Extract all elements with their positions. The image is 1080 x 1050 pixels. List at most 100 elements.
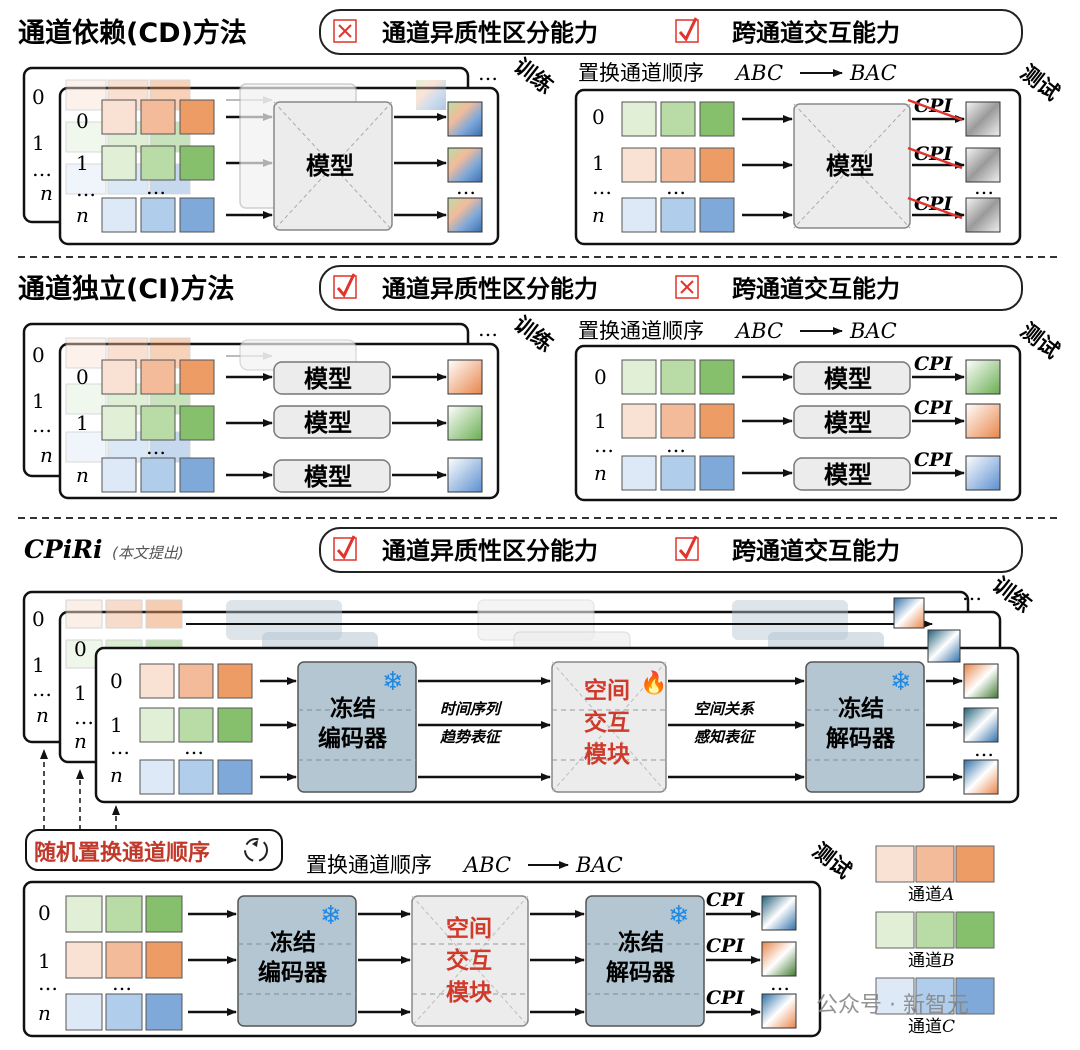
- row-label: …: [110, 735, 130, 759]
- row-label: n: [36, 703, 49, 727]
- cpi-label: CPI: [914, 353, 953, 375]
- series-cell: [139, 663, 175, 699]
- output-cell: [447, 147, 483, 183]
- trend-rep-label: 趋势表征: [439, 728, 503, 746]
- legend-swatch: [875, 977, 915, 1015]
- check-mark-icon: [675, 17, 699, 43]
- section-cd: 通道依赖(CD)方法 通道异质性区分能力 跨通道交互能力 0 1 … n 0 1…: [18, 9, 1064, 246]
- row-label: 0: [76, 365, 89, 389]
- output-cell: [963, 759, 999, 795]
- row-label: n: [40, 181, 53, 205]
- permute-to: BAC: [849, 319, 897, 343]
- permute-to: BAC: [575, 853, 623, 877]
- series-cell: [699, 101, 735, 137]
- series-cell: [179, 197, 215, 233]
- section-cd-title: 通道依赖(CD)方法: [18, 17, 247, 49]
- trend-rep-label: 时间序列: [440, 700, 503, 718]
- output-cell: [447, 359, 483, 395]
- test-label: 测试: [1016, 318, 1064, 363]
- series-cell: [217, 663, 253, 699]
- ellipsis: …: [456, 175, 476, 199]
- capability-box: [319, 527, 1023, 573]
- capability-interaction-label: 跨通道交互能力: [732, 537, 900, 565]
- capability-interaction-label: 跨通道交互能力: [732, 19, 900, 47]
- output-cell: [965, 101, 1001, 137]
- fire-icon: 🔥: [640, 670, 667, 696]
- row-label: n: [74, 729, 87, 753]
- cpi-label: CPI: [914, 143, 953, 165]
- cd-test-panel: 置换通道顺序 ABC BAC 测试 0 1 … n … 模型 CPI C: [574, 60, 1064, 246]
- series-cell: [660, 147, 696, 183]
- series-cell: [217, 759, 253, 795]
- series-cell: [65, 895, 103, 933]
- series-cell: [179, 99, 215, 135]
- permute-label: 置换通道顺序: [306, 853, 432, 877]
- encoder-label: 冻结: [270, 929, 316, 956]
- ellipsis: …: [146, 175, 166, 199]
- section-ci: 通道独立(CI)方法 通道异质性区分能力 跨通道交互能力 0 1 … n 0 1…: [18, 265, 1064, 502]
- train-label: 训练: [510, 54, 558, 99]
- capability-box: [319, 9, 1023, 55]
- model-block: [273, 361, 391, 395]
- model-label: 模型: [304, 409, 352, 437]
- series-cell: [105, 941, 143, 979]
- section-ci-title: 通道独立(CI)方法: [18, 273, 235, 305]
- cpiri-train-panel: 0 1 … n 0 1 … n 0 1 … n … ❄ 冻结 编码器: [22, 572, 1036, 804]
- row-label: …: [32, 677, 52, 701]
- row-label: 1: [38, 949, 51, 973]
- train-label: 训练: [988, 572, 1036, 617]
- cpi-label: CPI: [914, 397, 953, 419]
- cpi-label: CPI: [914, 449, 953, 471]
- series-cell: [621, 455, 657, 491]
- permute-from: ABC: [734, 319, 783, 343]
- series-cell: [621, 403, 657, 439]
- legend-swatch: [915, 911, 955, 949]
- ghost-cell: [65, 79, 107, 111]
- series-cell: [140, 99, 176, 135]
- series-cell: [660, 101, 696, 137]
- output-cell: [965, 455, 1001, 491]
- row-label: 0: [74, 637, 87, 661]
- row-label: …: [76, 177, 96, 201]
- spatial-label: 交互: [584, 709, 630, 736]
- row-label: …: [32, 157, 52, 181]
- row-label: 0: [76, 109, 89, 133]
- series-cell: [65, 941, 103, 979]
- cd-train-panel: 0 1 … n 0 1 … n … 模型: [22, 54, 558, 246]
- capability-heterogeneity-label: 通道异质性区分能力: [382, 19, 598, 47]
- model-label: 模型: [826, 152, 874, 180]
- spatial-rep-label: 感知表征: [694, 728, 757, 746]
- strike-icon: [907, 196, 963, 220]
- decoder-label: 冻结: [618, 929, 664, 956]
- snowflake-icon: ❄: [320, 901, 342, 931]
- output-cell: [963, 663, 999, 699]
- ellipsis: …: [974, 737, 994, 761]
- series-cell: [145, 941, 183, 979]
- output-cell: [447, 197, 483, 233]
- model-block: [793, 361, 911, 395]
- series-cell: [660, 359, 696, 395]
- row-label: 0: [594, 365, 607, 389]
- snowflake-icon: ❄: [668, 901, 690, 931]
- row-label: 1: [32, 653, 45, 677]
- ci-test-panel: 置换通道顺序 ABC BAC 测试 0 1 … n … 模型 模型 模型: [574, 318, 1064, 502]
- output-cell: [965, 147, 1001, 183]
- series-cell: [105, 895, 143, 933]
- permute-from: ABC: [734, 61, 783, 85]
- watermark: 公众号 · 新智元: [816, 993, 969, 1018]
- check-mark-icon: [675, 535, 699, 561]
- series-cell: [699, 147, 735, 183]
- series-cell: [101, 145, 137, 181]
- encoder-label: 编码器: [318, 725, 388, 752]
- ellipsis: …: [770, 971, 790, 995]
- model-label: 模型: [304, 463, 352, 491]
- series-cell: [65, 993, 103, 1031]
- row-label: 0: [32, 85, 45, 109]
- row-label: 0: [110, 669, 123, 693]
- ellipsis: …: [112, 971, 132, 995]
- output-cell: [761, 941, 797, 977]
- row-label: 1: [592, 151, 605, 175]
- row-label: …: [32, 413, 52, 437]
- test-label: 测试: [808, 838, 856, 883]
- check-mark-icon: [333, 273, 357, 299]
